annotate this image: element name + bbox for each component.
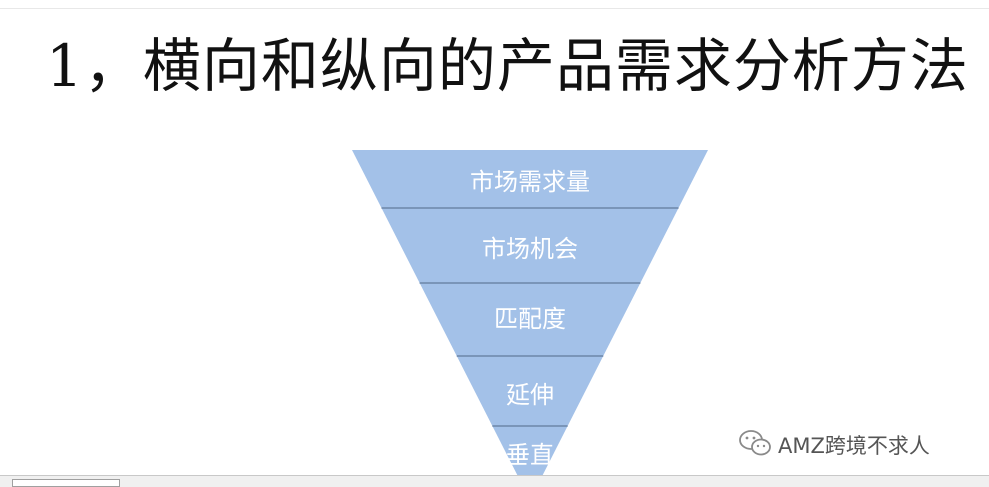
watermark-text: AMZ跨境不求人 — [778, 434, 930, 458]
funnel-label-4: 延伸 — [506, 381, 554, 409]
funnel-level-5 — [492, 426, 568, 487]
funnel-label-3: 匹配度 — [494, 305, 566, 333]
funnel-label-5: 垂直 — [506, 441, 554, 469]
top-divider — [0, 8, 989, 9]
bottom-toolbar — [0, 475, 989, 487]
slide-title: 1，横向和纵向的产品需求分析方法 — [46, 32, 969, 100]
funnel-level-4 — [456, 356, 604, 426]
watermark: AMZ跨境不求人 — [738, 429, 930, 462]
funnel-level-2 — [381, 208, 679, 283]
wechat-icon — [738, 429, 772, 462]
bottom-input-field[interactable] — [12, 479, 120, 487]
funnel-label-2: 市场机会 — [482, 235, 578, 263]
funnel-level-3 — [419, 283, 641, 356]
funnel-label-1: 市场需求量 — [470, 168, 590, 196]
funnel-level-1 — [352, 150, 708, 208]
